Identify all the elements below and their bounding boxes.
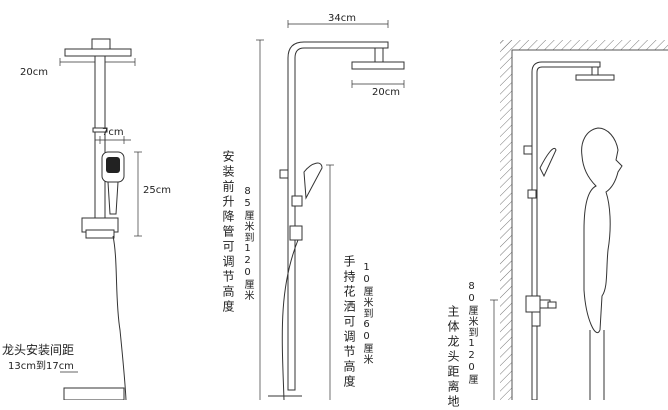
faucet-spacing-label: 龙头安装间距 [2,343,75,357]
handheld-adjust-text: 手持花洒可调节高度 [342,255,356,390]
handheld-adjust-range: 10厘米到60厘米 [361,262,372,365]
handle-width-label: 7cm [102,127,124,138]
side-view-shower [256,20,405,400]
body-height-range: 80厘米到120厘 [466,281,477,385]
faucet-spacing-range-label: 13cm到17cm [8,361,74,372]
top-width-label-left: 20cm [20,67,48,78]
person-silhouette [581,127,623,333]
head-width-label: 20cm [372,87,400,98]
bar-width-label: 34cm [328,13,356,24]
front-view-shower [59,38,142,400]
lift-height-range: 85厘米到120厘米 [242,186,253,301]
shower-diagram [59,20,668,400]
lift-height-text: 安装前升降管可调节高度 [221,150,235,315]
installed-view [490,40,668,400]
body-height-text: 主体龙头距离地 [446,305,460,410]
handheld-height-label: 25cm [143,185,171,196]
